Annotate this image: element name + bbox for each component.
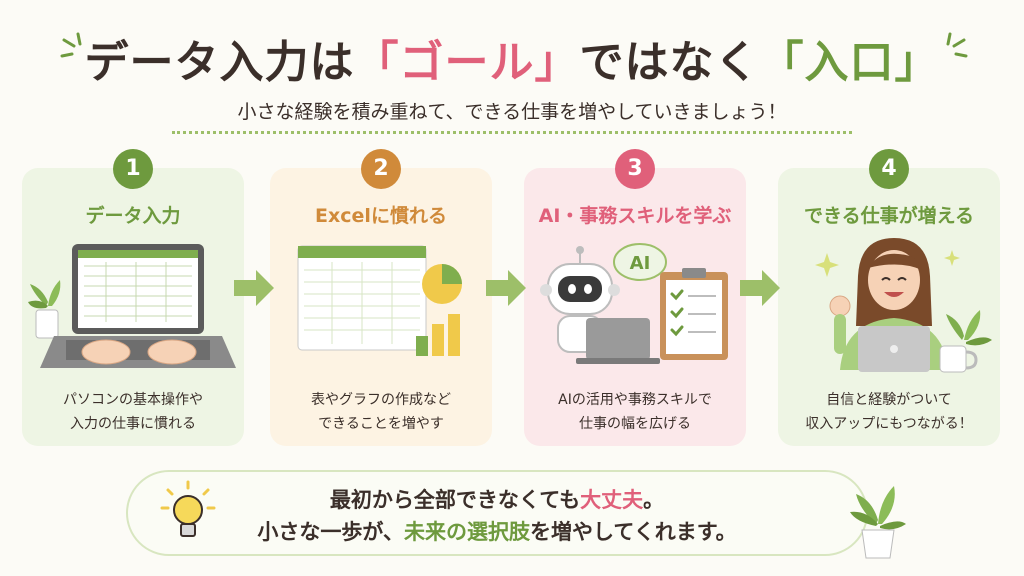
step-desc-3: AIの活用や事務スキルで 仕事の幅を広げる xyxy=(524,388,746,436)
arrow-right-icon-2 xyxy=(486,270,526,306)
sparkle-left-icon xyxy=(60,32,82,58)
plant-icon-3 xyxy=(850,486,906,559)
title-goal: 「ゴール」 xyxy=(354,37,580,88)
step-desc-4: 自信と経験がついて 収入アップにもつながる！ xyxy=(778,388,1000,436)
lightbulb-icon xyxy=(160,480,216,537)
message-line-2: 小さな一歩が、未来の選択肢を増やしてくれます。 xyxy=(126,516,868,546)
step-title-1: データ入力 xyxy=(85,205,181,227)
sparkle-icon xyxy=(815,253,839,277)
page-title: データ入力は「ゴール」ではなく「入口」 xyxy=(0,26,1024,90)
message-line-1-c: 。 xyxy=(643,488,665,512)
step-number-4: 4 xyxy=(869,149,909,189)
robot-laptop-icon: AI xyxy=(540,243,728,364)
title-part2: ではなく xyxy=(579,37,760,88)
step-desc-1: パソコンの基本操作や 入力の仕事に慣れる xyxy=(22,388,244,436)
message-box xyxy=(126,470,868,556)
sparkle-right-icon xyxy=(946,32,968,58)
step-desc-1-line2: 入力の仕事に慣れる xyxy=(70,416,196,432)
message-line-1-b: 大丈夫 xyxy=(580,488,644,512)
step-title-3: AI・事務スキルを学ぶ xyxy=(538,205,732,227)
message-line-2-c: を増やしてくれます。 xyxy=(529,520,737,544)
step-desc-3-line1: AIの活用や事務スキルで xyxy=(558,392,712,408)
ai-bubble-label: AI xyxy=(630,253,651,274)
step-desc-4-line2: 収入アップにもつながる！ xyxy=(805,416,973,432)
step-desc-2: 表やグラフの作成など できることを増やす xyxy=(270,388,492,436)
step-desc-3-line2: 仕事の幅を広げる xyxy=(579,416,691,432)
plant-icon-2 xyxy=(946,310,992,346)
arrow-right-icon xyxy=(234,270,274,306)
step-desc-2-line1: 表やグラフの作成など xyxy=(311,392,451,408)
checklist-icon xyxy=(660,268,728,360)
plant-icon xyxy=(28,280,61,339)
step-desc-1-line1: パソコンの基本操作や xyxy=(63,392,203,408)
step-number-3: 3 xyxy=(615,149,655,189)
laptop-typing-icon xyxy=(28,244,236,368)
message-line-1-a: 最初から全部できなくても xyxy=(329,488,581,512)
message-line-1: 最初から全部できなくても大丈夫。 xyxy=(126,484,868,514)
step-number-2: 2 xyxy=(361,149,401,189)
dotted-divider xyxy=(172,131,852,134)
step-desc-4-line1: 自信と経験がついて xyxy=(826,392,952,408)
smiling-woman-laptop-icon xyxy=(815,238,992,373)
subtitle: 小さな経験を積み重ねて、できる仕事を増やしていきましょう！ xyxy=(237,101,787,123)
message-line-2-b: 未来の選択肢 xyxy=(403,520,530,544)
step-number-1: 1 xyxy=(113,149,153,189)
title-entrance: 「入口」 xyxy=(759,37,940,88)
step-title-4: できる仕事が増える xyxy=(803,205,975,227)
spreadsheet-chart-icon xyxy=(297,245,462,356)
step-desc-2-line2: できることを増やす xyxy=(318,416,444,432)
title-part1: データ入力は xyxy=(84,37,355,88)
step-title-2: Excelに慣れる xyxy=(315,205,447,227)
arrow-right-icon-3 xyxy=(740,270,780,306)
message-line-2-a: 小さな一歩が、 xyxy=(257,520,404,544)
